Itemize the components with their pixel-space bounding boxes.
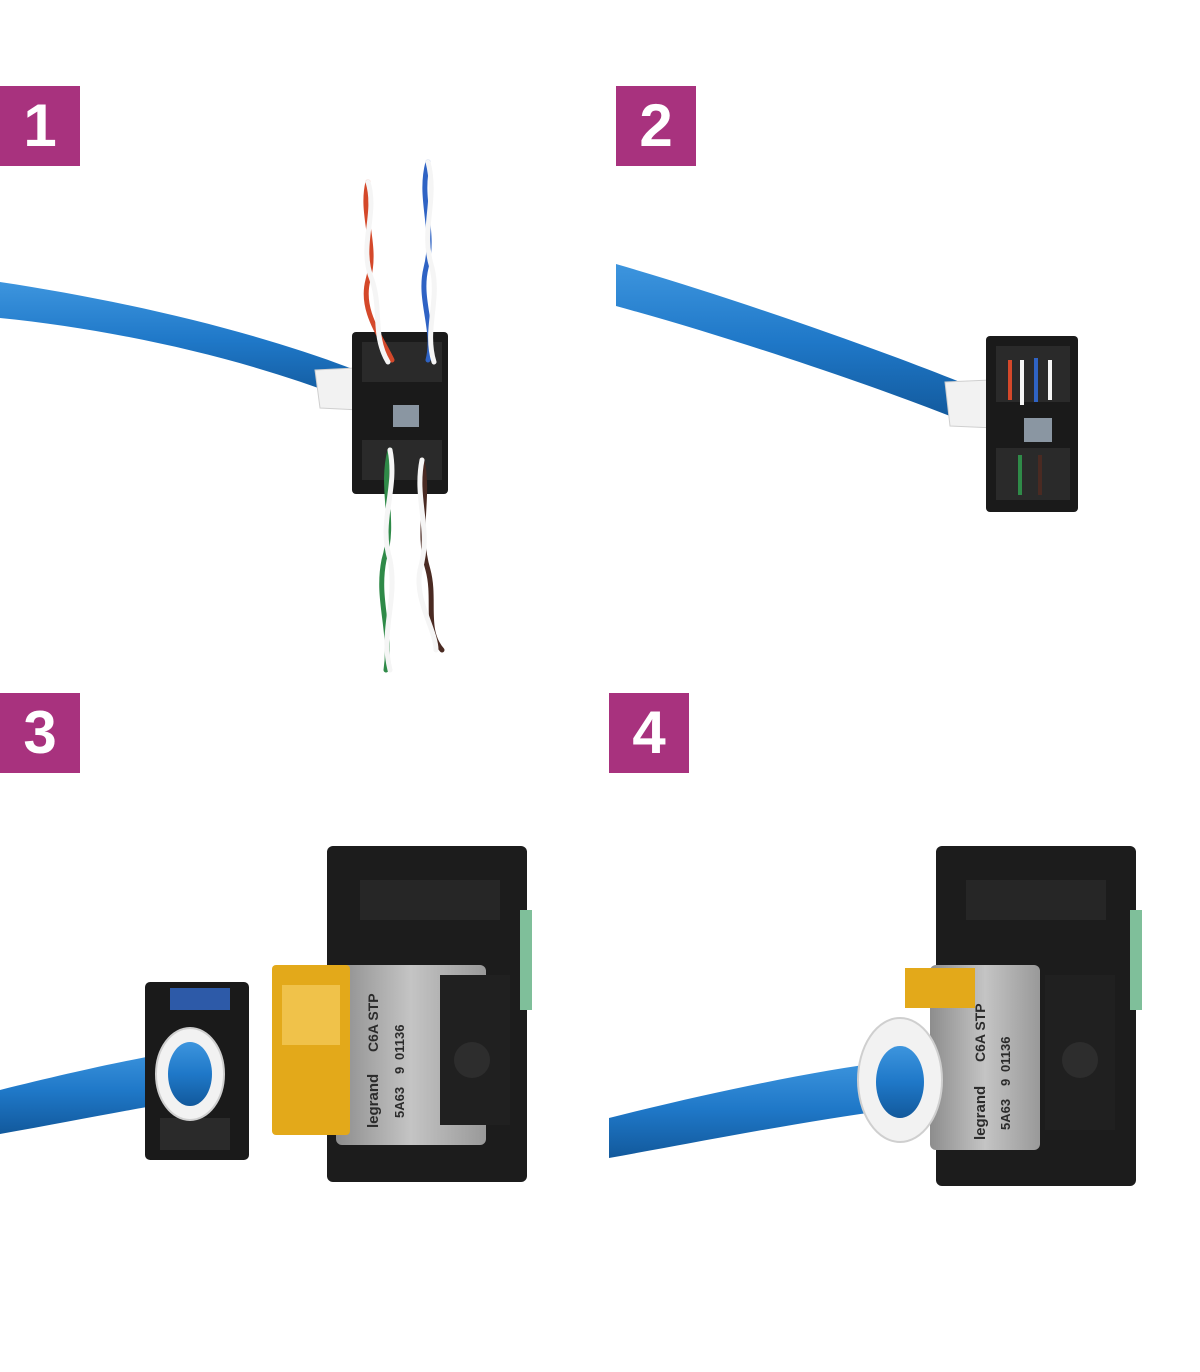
code-label-2: 9 xyxy=(392,1067,407,1074)
code-label-3: 01136 xyxy=(998,1037,1013,1072)
ethernet-cable xyxy=(616,264,960,420)
code-label-3: 01136 xyxy=(392,1025,407,1060)
brand-label: legrand xyxy=(972,1086,989,1140)
ethernet-cable xyxy=(0,282,350,400)
wire-pair-brown xyxy=(416,457,445,653)
model-label: C6A STP xyxy=(365,993,381,1052)
step-3-badge: 3 xyxy=(0,693,80,773)
step-1-badge: 1 xyxy=(0,86,80,166)
code-label-1: 5A63 xyxy=(998,1099,1013,1130)
wire-pair-blue xyxy=(421,159,437,365)
brand-label: legrand xyxy=(365,1074,382,1128)
step-4-badge: 4 xyxy=(609,693,689,773)
wire-pair-green xyxy=(379,447,395,673)
step-1-illustration xyxy=(0,159,448,673)
step-3-illustration: legrand C6A STP 5A63 9 01136 xyxy=(0,846,532,1182)
ethernet-cable xyxy=(609,1060,906,1158)
step-4-illustration: legrand C6A STP 5A63 9 01136 xyxy=(609,846,1142,1186)
wire-pair-orange xyxy=(363,179,395,365)
code-label-1: 5A63 xyxy=(392,1087,407,1118)
model-label: C6A STP xyxy=(972,1003,988,1062)
code-label-2: 9 xyxy=(998,1079,1013,1086)
step-2-illustration xyxy=(616,264,1078,512)
step-2-badge: 2 xyxy=(616,86,696,166)
shielded-connector xyxy=(930,965,1040,1150)
